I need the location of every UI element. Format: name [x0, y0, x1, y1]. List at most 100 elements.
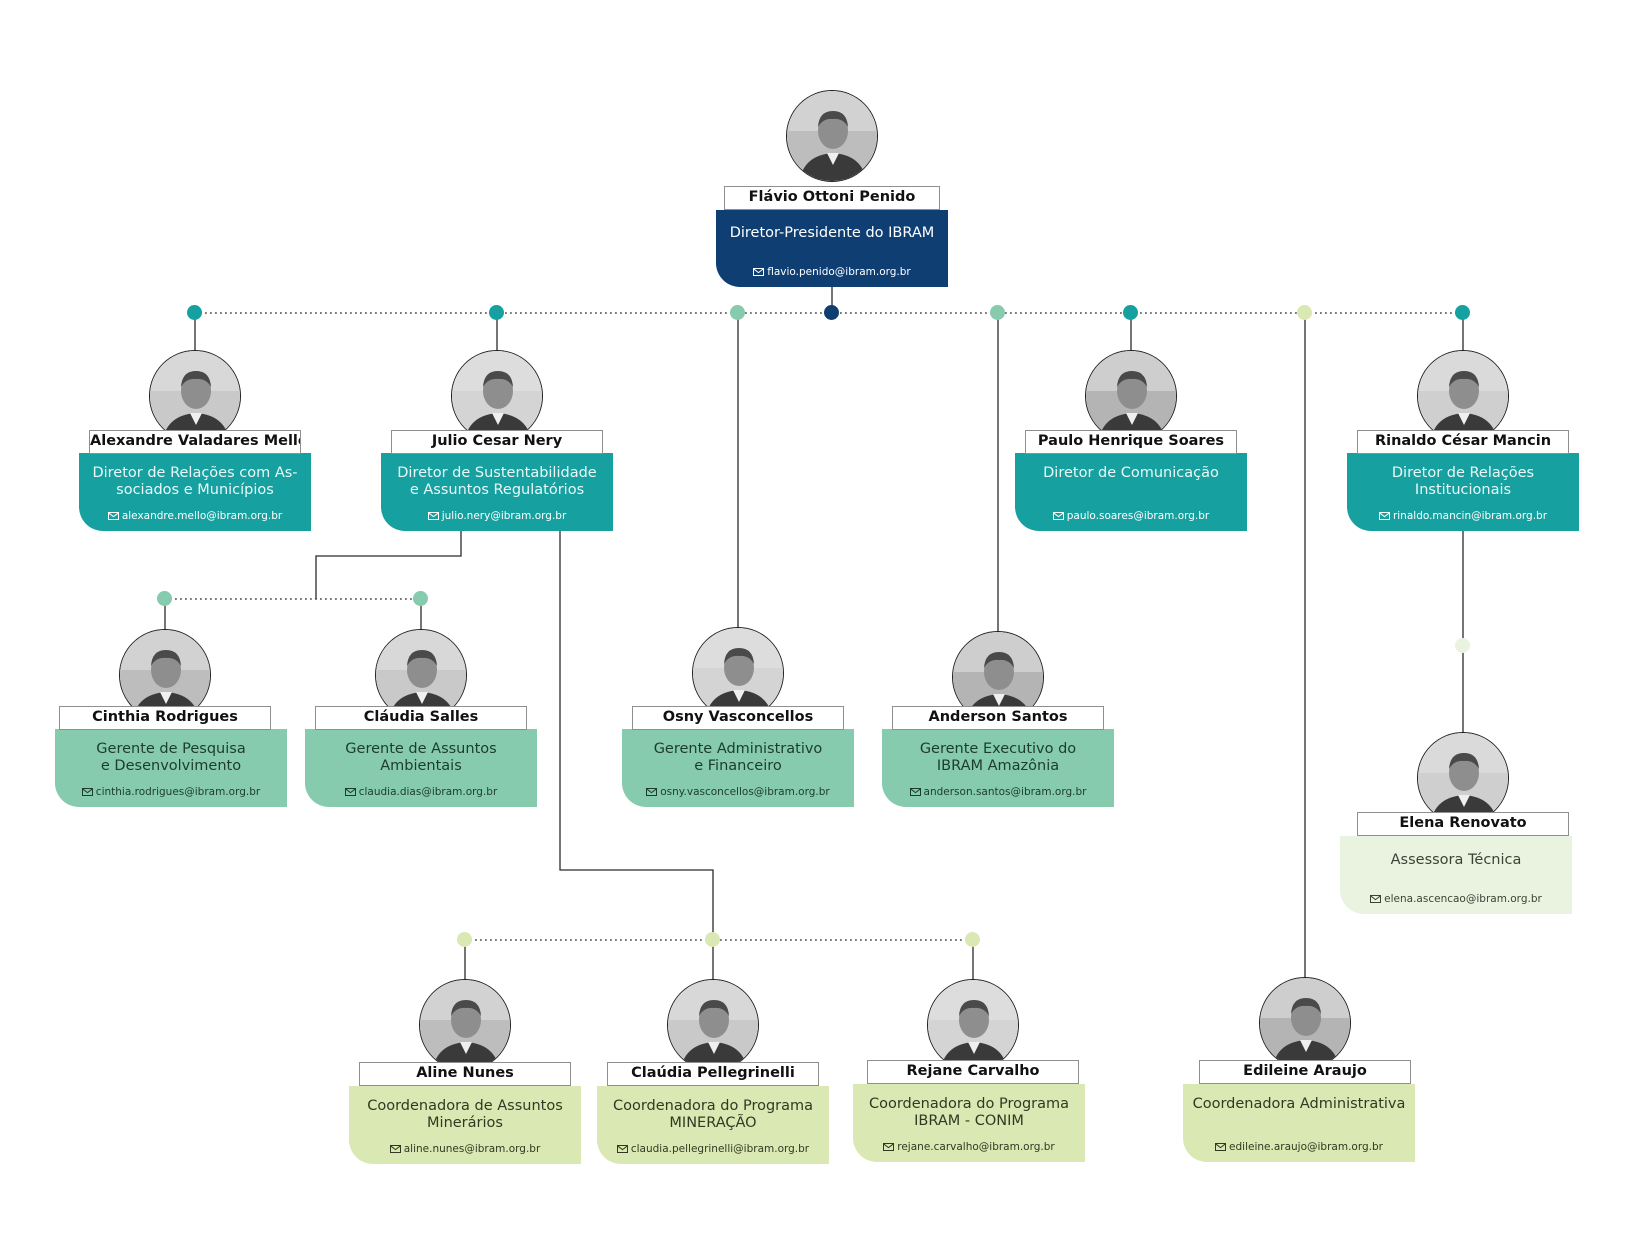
person-name: Anderson Santos — [892, 706, 1104, 730]
email-address: edileine.araujo@ibram.org.br — [1229, 1141, 1383, 1153]
email-address: claudia.pellegrinelli@ibram.org.br — [630, 1143, 810, 1155]
connector-dot — [457, 932, 472, 947]
connector-dot — [489, 305, 504, 320]
role-line: Assessora Técnica — [1390, 852, 1522, 868]
portrait-photo — [419, 979, 511, 1071]
role-title: Diretor de Relações com As-sociados e Mu… — [87, 465, 303, 499]
envelope-icon — [646, 787, 658, 796]
line-julio-team — [315, 531, 462, 599]
portrait-photo — [786, 90, 878, 182]
role-line: Diretor de Comunicação — [1043, 465, 1219, 481]
portrait-photo — [1417, 732, 1509, 824]
person-name: Flávio Ottoni Penido — [724, 186, 940, 210]
role-card: Assessora Técnica elena.ascencao@ibram.or… — [1340, 836, 1572, 914]
email-link[interactable]: claudia.pellegrinelli@ibram.org.br — [597, 1143, 829, 1155]
envelope-icon — [1370, 894, 1382, 903]
email-link[interactable]: elena.ascencao@ibram.org.br — [1340, 893, 1572, 905]
role-title: Diretor-Presidente do IBRAM — [724, 225, 940, 242]
role-line: Diretor-Presidente do IBRAM — [729, 225, 935, 241]
envelope-icon — [107, 511, 119, 520]
email-address: rejane.carvalho@ibram.org.br — [897, 1141, 1055, 1153]
connector-dot — [413, 591, 428, 606]
role-line: Gerente Administrativo — [653, 741, 823, 757]
email-link[interactable]: paulo.soares@ibram.org.br — [1015, 510, 1247, 522]
portrait-photo — [119, 629, 211, 721]
portrait-photo — [927, 979, 1019, 1071]
envelope-icon — [344, 787, 356, 796]
email-address: anderson.santos@ibram.org.br — [923, 786, 1087, 798]
portrait-photo — [667, 979, 759, 1071]
email-link[interactable]: edileine.araujo@ibram.org.br — [1183, 1141, 1415, 1153]
role-line: e Financeiro — [694, 758, 782, 774]
line-julio-coordinators — [559, 531, 714, 940]
portrait-photo — [1417, 350, 1509, 442]
email-link[interactable]: flavio.penido@ibram.org.br — [716, 266, 948, 278]
person-name: Rinaldo César Mancin — [1357, 430, 1569, 454]
email-address: elena.ascencao@ibram.org.br — [1384, 893, 1542, 905]
portrait-photo — [1259, 977, 1351, 1069]
email-address: aline.nunes@ibram.org.br — [403, 1143, 541, 1155]
email-address: julio.nery@ibram.org.br — [441, 510, 567, 522]
email-link[interactable]: claudia.dias@ibram.org.br — [305, 786, 537, 798]
role-line: Coordenadora do Programa — [612, 1098, 814, 1114]
envelope-icon — [1215, 1142, 1227, 1151]
envelope-icon — [427, 511, 439, 520]
email-link[interactable]: aline.nunes@ibram.org.br — [349, 1143, 581, 1155]
role-line: Coordenadora do Programa — [868, 1096, 1070, 1112]
role-line: Gerente de Assuntos — [345, 741, 497, 757]
envelope-icon — [753, 267, 765, 276]
person-name: Rejane Carvalho — [867, 1060, 1079, 1084]
email-link[interactable]: anderson.santos@ibram.org.br — [882, 786, 1114, 798]
role-line: Coordenadora de Assuntos — [367, 1098, 563, 1114]
email-address: claudia.dias@ibram.org.br — [358, 786, 498, 798]
role-line: sociados e Municípios — [116, 482, 274, 498]
envelope-icon — [883, 1142, 895, 1151]
person-name: Julio Cesar Nery — [391, 430, 603, 454]
role-line: IBRAM Amazônia — [936, 758, 1060, 774]
envelope-icon — [81, 787, 93, 796]
email-address: rinaldo.mancin@ibram.org.br — [1392, 510, 1548, 522]
role-line: Diretor de Sustentabilidade — [397, 465, 597, 481]
portrait-photo — [149, 350, 241, 442]
person-name: Cláudia Salles — [315, 706, 527, 730]
email-link[interactable]: julio.nery@ibram.org.br — [381, 510, 613, 522]
email-address: alexandre.mello@ibram.org.br — [121, 510, 283, 522]
connector-dot — [1455, 305, 1470, 320]
role-card: Diretor-Presidente do IBRAM flavio.penido… — [716, 210, 948, 287]
connector-dot — [730, 305, 745, 320]
email-address: osny.vasconcellos@ibram.org.br — [660, 786, 830, 798]
role-line: Diretor de Relações com As- — [92, 465, 298, 481]
email-address: cinthia.rodrigues@ibram.org.br — [95, 786, 261, 798]
role-title: Diretor de Comunicação — [1023, 465, 1239, 482]
envelope-icon — [1378, 511, 1390, 520]
role-line: Coordenadora Administrativa — [1192, 1096, 1406, 1112]
email-link[interactable]: rinaldo.mancin@ibram.org.br — [1347, 510, 1579, 522]
role-line: IBRAM - CONIM — [914, 1113, 1024, 1129]
role-title: Coordenadora Administrativa — [1191, 1096, 1407, 1113]
email-link[interactable]: rejane.carvalho@ibram.org.br — [853, 1141, 1085, 1153]
person-name: Cinthia Rodrigues — [59, 706, 271, 730]
connector-dot — [705, 932, 720, 947]
email-link[interactable]: alexandre.mello@ibram.org.br — [79, 510, 311, 522]
email-link[interactable]: osny.vasconcellos@ibram.org.br — [622, 786, 854, 798]
role-line: Institucionais — [1414, 482, 1512, 498]
email-link[interactable]: cinthia.rodrigues@ibram.org.br — [55, 786, 287, 798]
envelope-icon — [1052, 511, 1064, 520]
role-card: Coordenadora Administrativa edileine.arau… — [1183, 1084, 1415, 1162]
connector-dot — [990, 305, 1005, 320]
email-address: paulo.soares@ibram.org.br — [1066, 510, 1210, 522]
